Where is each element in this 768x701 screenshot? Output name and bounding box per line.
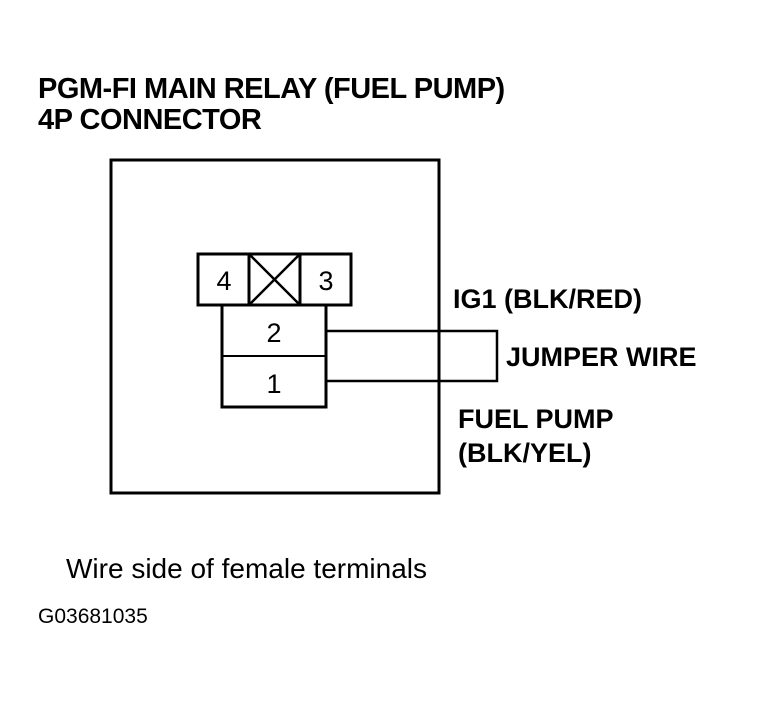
- terminal-3-label: 3: [318, 266, 333, 296]
- terminal-1-label: 1: [266, 369, 281, 399]
- connector-housing: [109, 158, 441, 495]
- figure-id: G03681035: [38, 605, 148, 628]
- fuel-pump-wire-color: (BLK/YEL): [458, 438, 592, 468]
- ig1-wire-label: IG1 (BLK/RED): [453, 284, 642, 314]
- jumper-wire: [326, 329, 499, 383]
- blank-terminal-cross: [248, 253, 301, 306]
- terminal-4-label: 4: [216, 266, 231, 296]
- jumper-wire-label: JUMPER WIRE: [506, 342, 697, 372]
- fuel-pump-wire-label: FUEL PUMP: [458, 404, 614, 434]
- view-caption: Wire side of female terminals: [66, 553, 428, 584]
- diagram-title: PGM-FI MAIN RELAY (FUEL PUMP): [38, 73, 505, 105]
- terminal-2-label: 2: [266, 318, 281, 348]
- diagram-subtitle: 4P CONNECTOR: [38, 104, 262, 136]
